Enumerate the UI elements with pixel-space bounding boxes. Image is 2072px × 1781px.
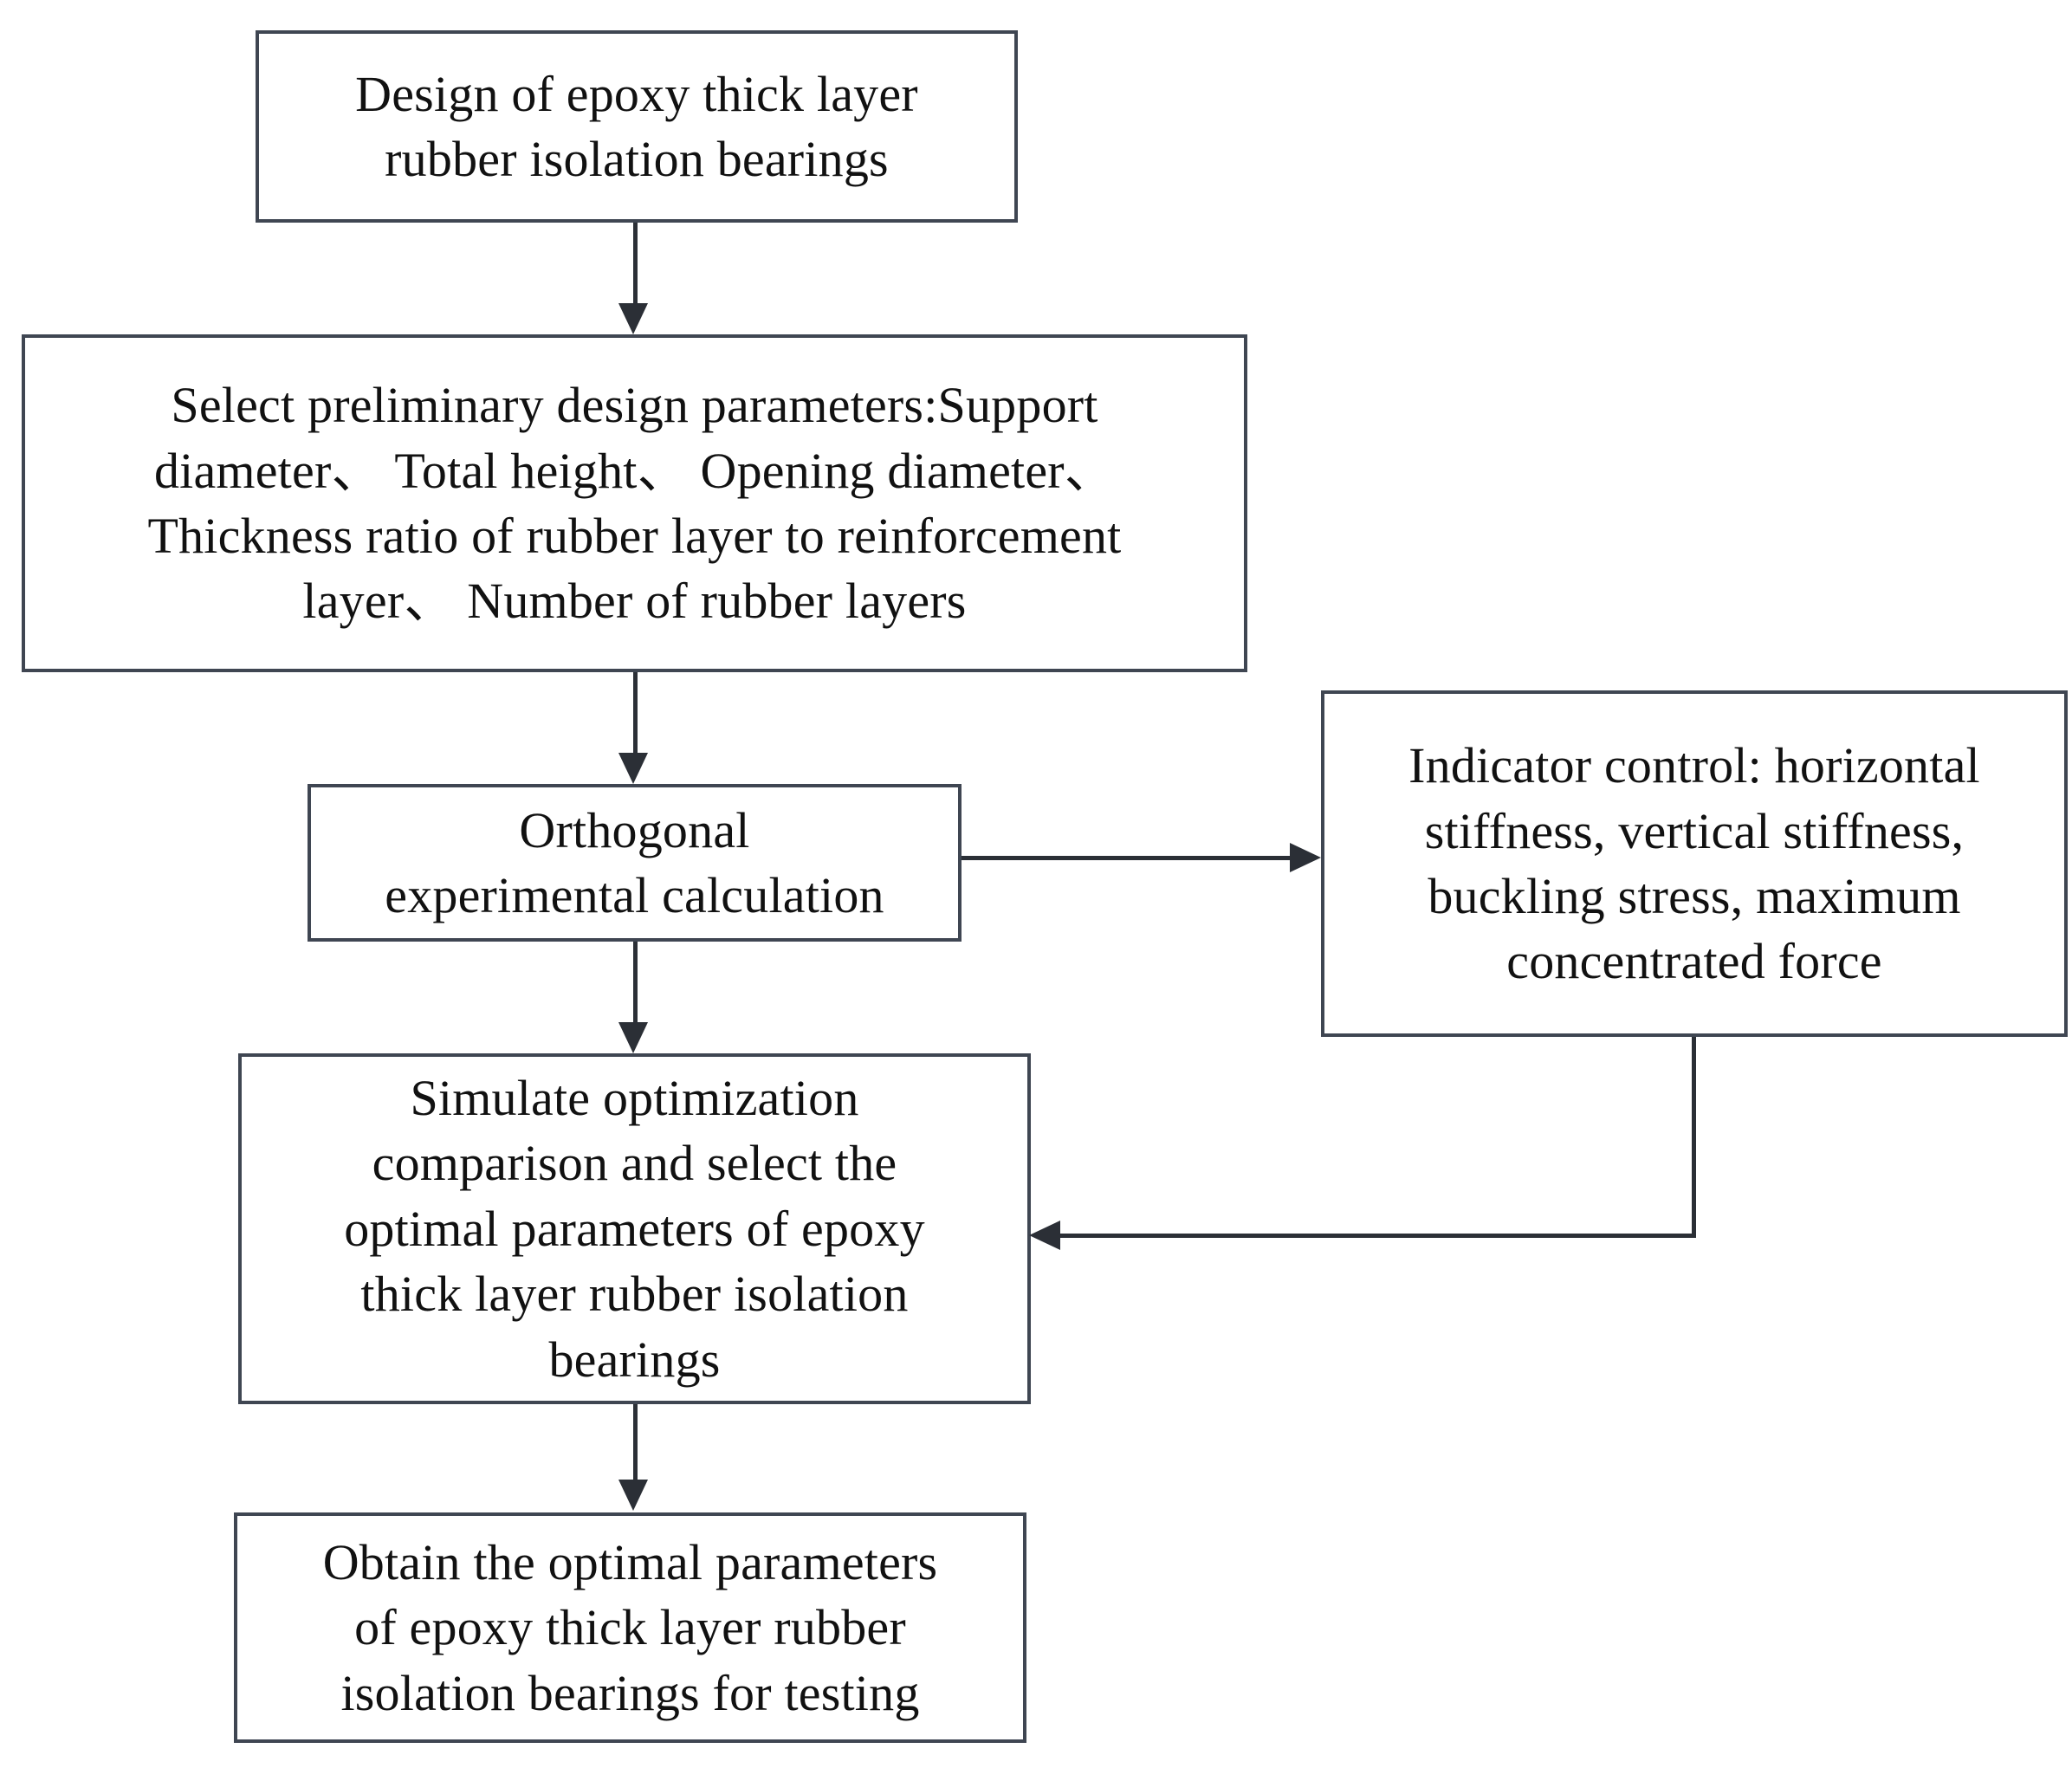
flow-node-simulate-label: Simulate optimization comparison and sel… xyxy=(344,1070,925,1388)
edge-select-params-to-orthogonal xyxy=(633,672,638,755)
edge-indicator-control-to-simulate-vertical xyxy=(1692,1037,1696,1236)
arrow-down-icon xyxy=(618,1480,648,1511)
flow-node-simulate[interactable]: Simulate optimization comparison and sel… xyxy=(238,1053,1031,1404)
edge-orthogonal-to-indicator-control xyxy=(962,856,1295,860)
flow-node-select-params[interactable]: Select preliminary design parameters:Sup… xyxy=(22,334,1247,672)
arrow-down-icon xyxy=(618,1022,648,1053)
edge-orthogonal-to-simulate xyxy=(633,942,638,1025)
arrow-right-icon xyxy=(1290,843,1321,872)
edge-indicator-control-to-simulate-horizontal xyxy=(1059,1234,1696,1238)
flow-node-obtain[interactable]: Obtain the optimal parameters of epoxy t… xyxy=(234,1512,1026,1743)
flow-node-orthogonal-label: Orthogonal experimental calculation xyxy=(385,801,884,923)
flow-node-design-label: Design of epoxy thick layer rubber isola… xyxy=(355,65,918,187)
arrow-down-icon xyxy=(618,753,648,784)
flow-node-select-params-label: Select preliminary design parameters:Sup… xyxy=(147,377,1122,630)
flow-node-indicator-control-label: Indicator control: horizontal stiffness,… xyxy=(1408,737,1980,990)
arrow-down-icon xyxy=(618,303,648,334)
flow-node-obtain-label: Obtain the optimal parameters of epoxy t… xyxy=(322,1533,938,1721)
flow-node-indicator-control[interactable]: Indicator control: horizontal stiffness,… xyxy=(1321,690,2068,1037)
flow-node-design[interactable]: Design of epoxy thick layer rubber isola… xyxy=(256,30,1018,223)
arrow-left-icon xyxy=(1029,1221,1060,1250)
edge-simulate-to-obtain xyxy=(633,1404,638,1482)
edge-design-to-select-params xyxy=(633,223,638,306)
flow-node-orthogonal[interactable]: Orthogonal experimental calculation xyxy=(308,784,962,942)
